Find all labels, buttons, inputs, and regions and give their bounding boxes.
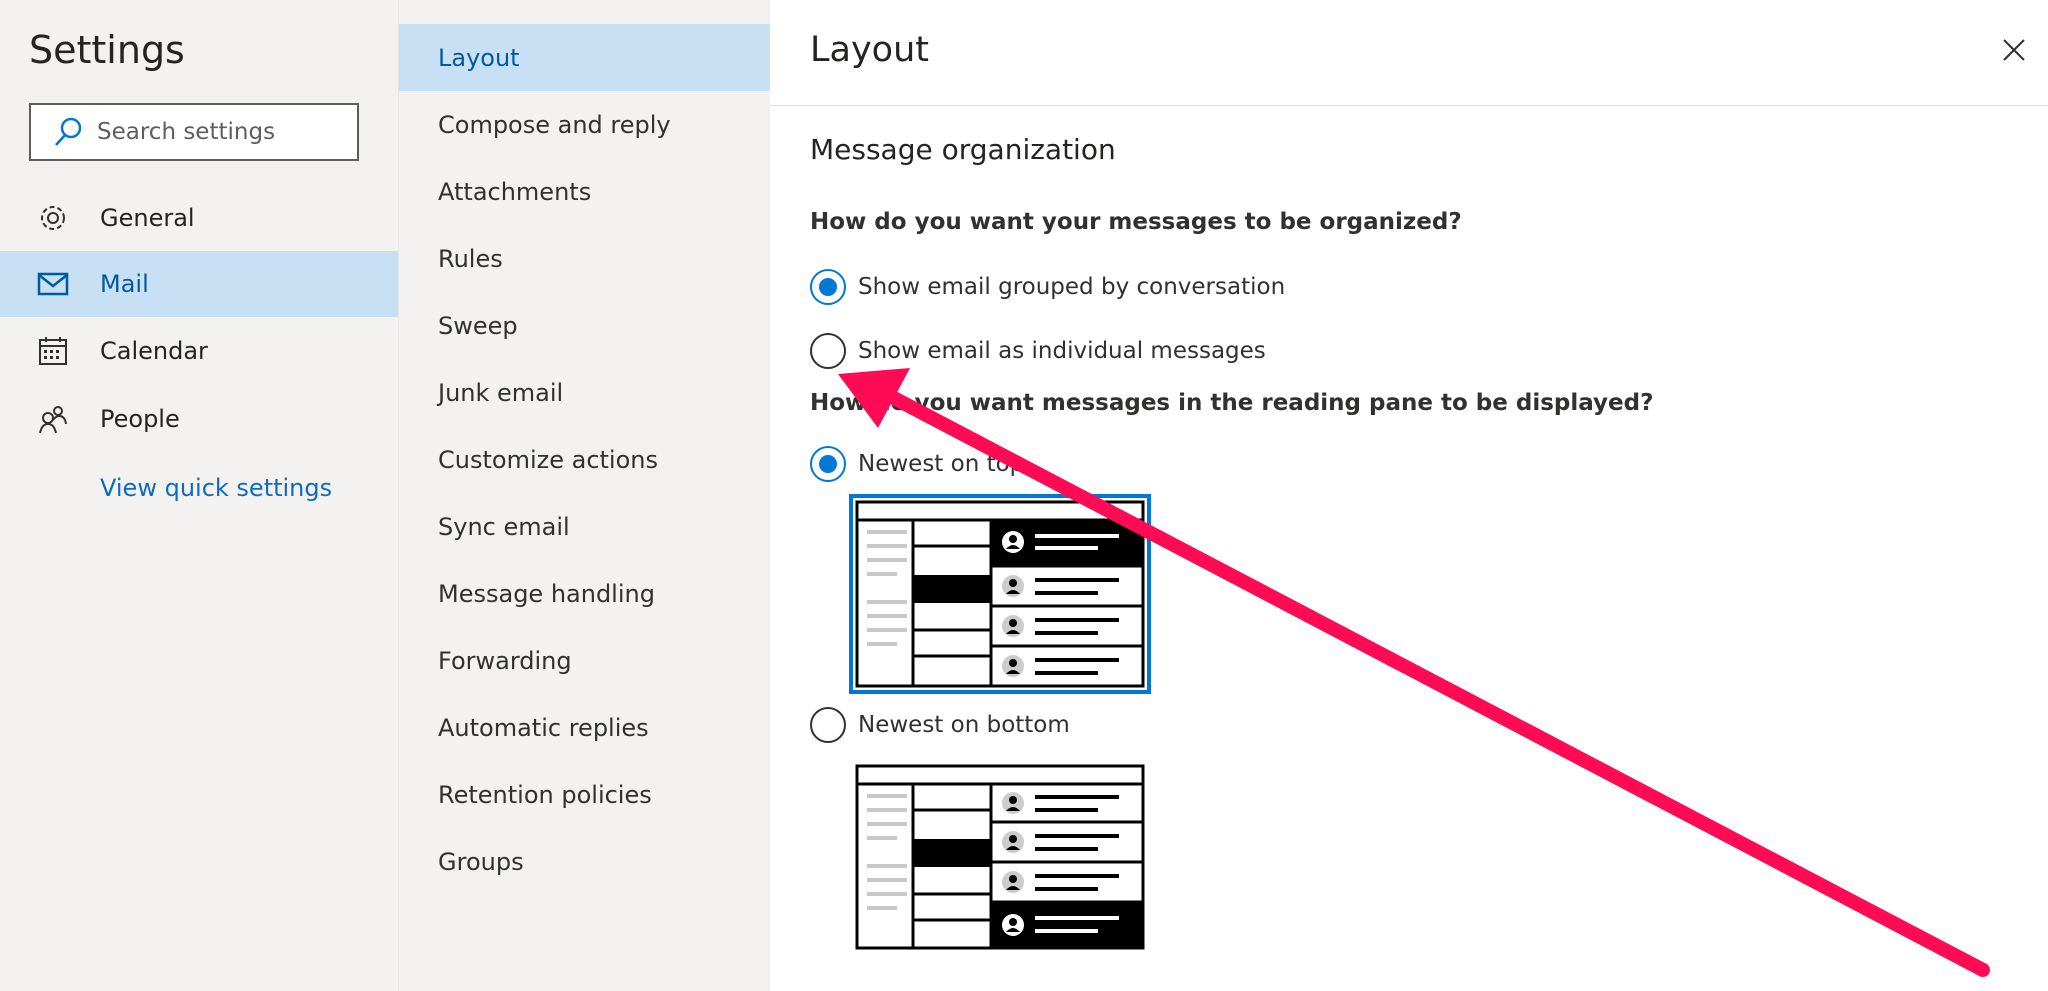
layout-settings-pane: Layout Message organization How do you w… — [770, 0, 2048, 991]
radio-checked[interactable] — [810, 446, 846, 482]
menu-item-groups[interactable]: Groups — [438, 847, 524, 876]
mail-icon — [36, 267, 70, 301]
calendar-icon — [36, 334, 70, 368]
newest-on-top-preview[interactable] — [849, 494, 1151, 694]
radio-newest-on-top[interactable]: Newest on top — [810, 446, 1024, 482]
sidebar-item-mail[interactable]: Mail — [0, 251, 398, 317]
menu-item-sync-email[interactable]: Sync email — [438, 512, 570, 541]
mail-settings-menu: Layout Compose and reply Attachments Rul… — [398, 0, 771, 991]
sidebar-item-label: Mail — [100, 270, 149, 298]
settings-sidebar: Settings Search settings General Mail Ca… — [0, 0, 398, 991]
sidebar-item-label: General — [100, 204, 195, 232]
newest-on-bottom-preview[interactable] — [853, 762, 1147, 952]
section-heading: Message organization — [810, 133, 1116, 166]
view-quick-settings-link[interactable]: View quick settings — [100, 474, 333, 502]
sidebar-item-label: Calendar — [100, 337, 208, 365]
settings-title: Settings — [29, 28, 185, 72]
menu-item-customize-actions[interactable]: Customize actions — [438, 445, 658, 474]
pane-title: Layout — [810, 30, 929, 70]
radio-newest-on-bottom[interactable]: Newest on bottom — [810, 707, 1070, 743]
question-reading-pane: How do you want messages in the reading … — [810, 390, 1654, 416]
radio-individual-messages[interactable]: Show email as individual messages — [810, 333, 1266, 369]
menu-item-attachments[interactable]: Attachments — [438, 177, 592, 206]
close-icon[interactable] — [1998, 34, 2030, 66]
radio-label: Newest on bottom — [858, 712, 1070, 738]
menu-item-layout[interactable]: Layout — [399, 24, 771, 91]
radio-unchecked[interactable] — [810, 333, 846, 369]
radio-unchecked[interactable] — [810, 707, 846, 743]
sidebar-item-general[interactable]: General — [0, 185, 398, 251]
header-divider — [770, 105, 2048, 106]
sidebar-item-people[interactable]: People — [0, 386, 398, 452]
menu-item-retention-policies[interactable]: Retention policies — [438, 780, 652, 809]
menu-item-automatic-replies[interactable]: Automatic replies — [438, 713, 649, 742]
radio-label: Show email as individual messages — [858, 338, 1266, 364]
sidebar-item-calendar[interactable]: Calendar — [0, 318, 398, 384]
sidebar-item-label: People — [100, 405, 180, 433]
menu-item-rules[interactable]: Rules — [438, 244, 503, 273]
menu-item-junk-email[interactable]: Junk email — [438, 378, 564, 407]
radio-grouped-by-conversation[interactable]: Show email grouped by conversation — [810, 269, 1285, 305]
people-icon — [36, 402, 70, 436]
search-placeholder: Search settings — [97, 119, 276, 145]
menu-item-compose-and-reply[interactable]: Compose and reply — [438, 110, 671, 139]
radio-checked[interactable] — [810, 269, 846, 305]
gear-icon — [36, 201, 70, 235]
radio-label: Show email grouped by conversation — [858, 274, 1286, 300]
question-organization: How do you want your messages to be orga… — [810, 209, 1462, 235]
search-input[interactable]: Search settings — [29, 103, 359, 161]
radio-label: Newest on top — [858, 451, 1025, 477]
menu-item-message-handling[interactable]: Message handling — [438, 579, 655, 608]
menu-item-forwarding[interactable]: Forwarding — [438, 646, 572, 675]
search-icon — [55, 117, 82, 146]
menu-item-sweep[interactable]: Sweep — [438, 311, 518, 340]
